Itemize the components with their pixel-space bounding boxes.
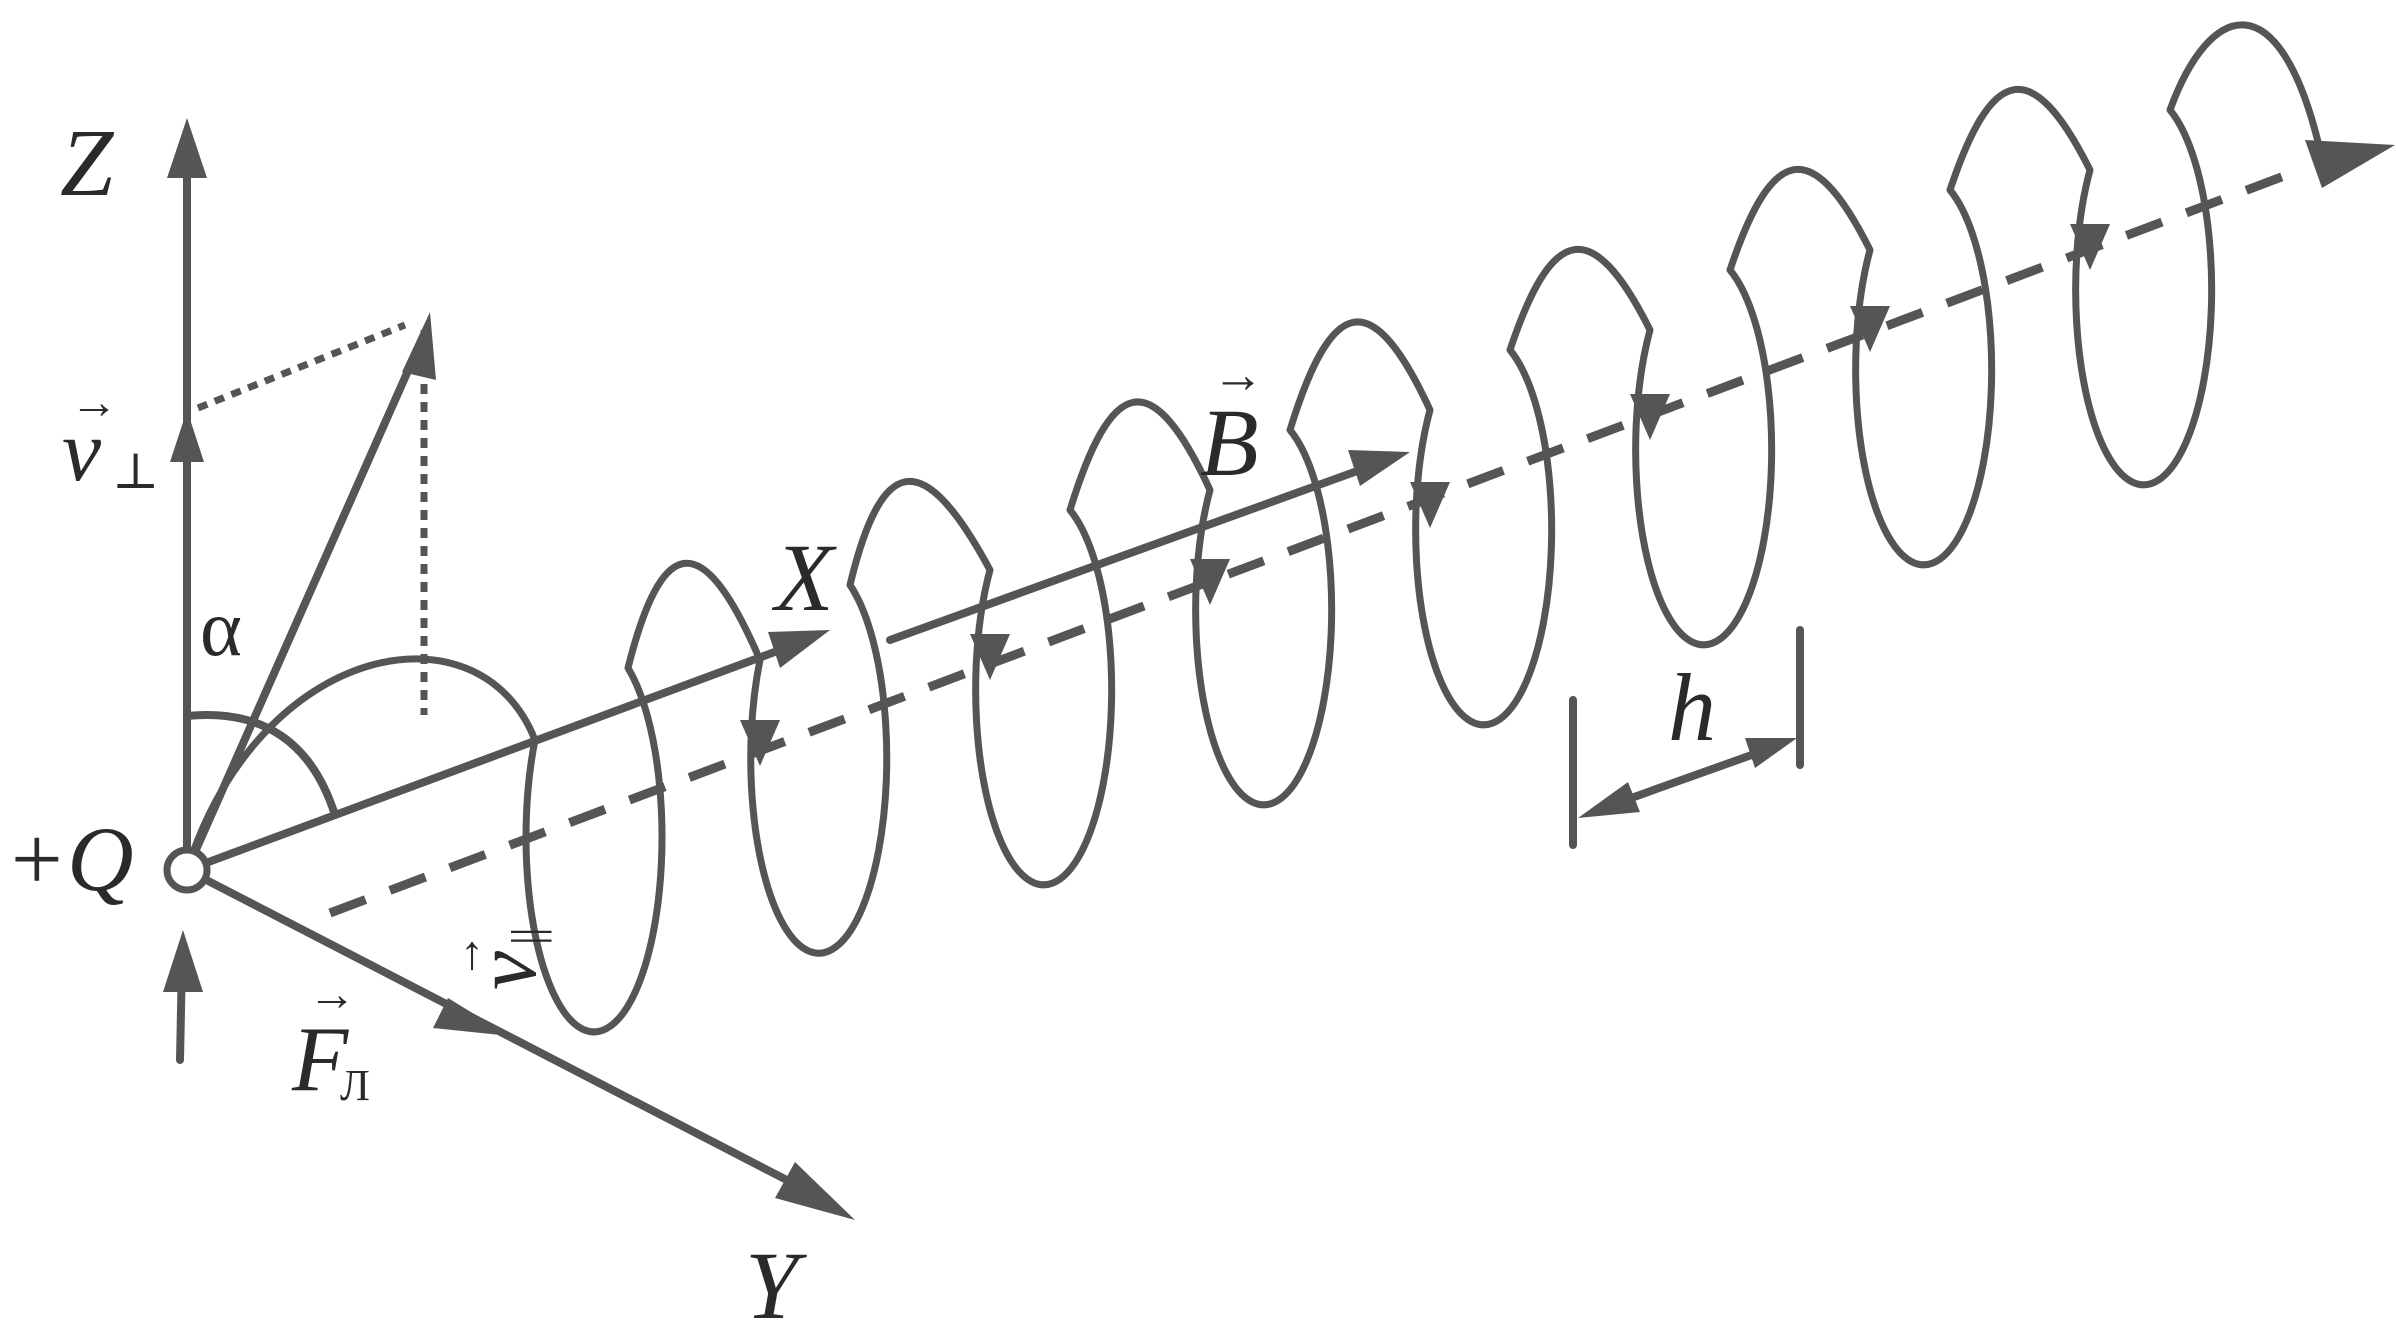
incoming-arrowhead <box>163 930 203 992</box>
x-axis <box>183 630 830 874</box>
x-axis-arrowhead <box>768 630 830 668</box>
force-label-text: F <box>291 1008 349 1110</box>
y-axis <box>183 866 855 1220</box>
projection-horizontal <box>196 321 407 412</box>
helix-arrow-1 <box>740 720 780 766</box>
force-label-sub: Л <box>340 1061 370 1110</box>
v-parallel-label-text: v <box>458 950 555 990</box>
helix-arrow-5 <box>1630 394 1670 440</box>
angle-arc <box>183 711 339 819</box>
pitch-arrowhead-right <box>1745 738 1797 768</box>
force-label: → F Л <box>291 968 370 1110</box>
velocity-arrowhead <box>402 312 436 380</box>
charge-particle <box>163 846 211 894</box>
helix-arrow-7 <box>2070 224 2110 270</box>
incoming-trajectory <box>163 930 203 1064</box>
b-field-vector <box>886 450 1410 644</box>
helix-arrow-6 <box>1850 306 1890 352</box>
helix-arrow-3 <box>1190 559 1230 605</box>
pitch-dimension <box>1569 626 1804 849</box>
force-arrowhead <box>433 998 510 1036</box>
b-field-label-arrow: → <box>1212 347 1264 404</box>
z-axis-arrowhead <box>167 118 207 178</box>
z-axis <box>167 118 207 874</box>
v-perp-arrowhead <box>170 410 204 462</box>
y-axis-arrowhead <box>775 1162 855 1220</box>
helix-axis-arrowhead <box>2305 140 2395 188</box>
pitch-label: h <box>1668 654 1716 761</box>
charge-label: +Q <box>5 808 134 910</box>
v-perp-label-text: v <box>62 403 102 500</box>
y-axis-label: Y <box>745 1232 807 1335</box>
pitch-arrowhead-left <box>1578 782 1640 818</box>
v-perp-label-sub: ⊥ <box>112 443 159 499</box>
v-parallel-label: → v || <box>438 927 555 990</box>
force-label-arrow: → <box>308 968 356 1021</box>
v-perp-label-arrow: → <box>70 376 118 429</box>
z-axis-label: Z <box>60 109 115 216</box>
v-parallel-label-sub: || <box>503 927 552 945</box>
b-field-label-text: B <box>1200 389 1259 496</box>
b-field-arrowhead <box>1348 450 1410 486</box>
v-perp-label: → v ⊥ <box>62 376 159 500</box>
b-field-label: → B <box>1200 347 1264 496</box>
helix-arrow-4 <box>1410 482 1450 528</box>
x-axis-label: X <box>771 524 837 631</box>
helix-path <box>183 21 2324 1036</box>
helix-arrow-2 <box>970 634 1010 680</box>
angle-label: α <box>200 585 242 673</box>
v-parallel-label-arrow: → <box>438 932 491 980</box>
